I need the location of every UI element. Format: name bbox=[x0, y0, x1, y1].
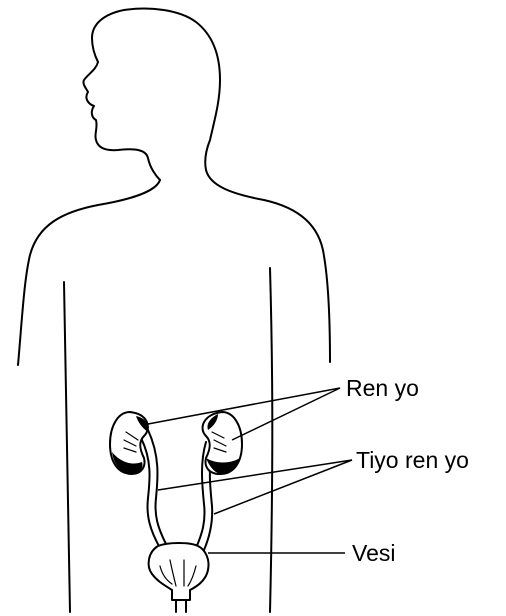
urethra bbox=[176, 600, 186, 612]
label-kidneys: Ren yo bbox=[346, 375, 419, 401]
label-bladder: Vesi bbox=[352, 540, 395, 566]
right-kidney bbox=[203, 412, 242, 474]
labels: Ren yo Tiyo ren yo Vesi bbox=[346, 375, 469, 566]
ureter-leader-left bbox=[158, 460, 352, 490]
right-ureter bbox=[196, 442, 206, 548]
leader-lines bbox=[148, 388, 352, 553]
head-profile bbox=[83, 9, 220, 181]
left-torso-side bbox=[64, 282, 70, 612]
left-shoulder-arm bbox=[18, 180, 160, 365]
label-ureters: Tiyo ren yo bbox=[356, 447, 469, 473]
kidney-leader-left bbox=[148, 388, 340, 424]
right-torso-side bbox=[270, 268, 272, 612]
bladder bbox=[149, 543, 209, 612]
right-shoulder-arm bbox=[206, 170, 330, 362]
kidney-leader-right bbox=[232, 388, 340, 440]
body-outline bbox=[18, 9, 330, 613]
bladder-shape bbox=[149, 543, 209, 600]
ureters bbox=[141, 430, 213, 550]
